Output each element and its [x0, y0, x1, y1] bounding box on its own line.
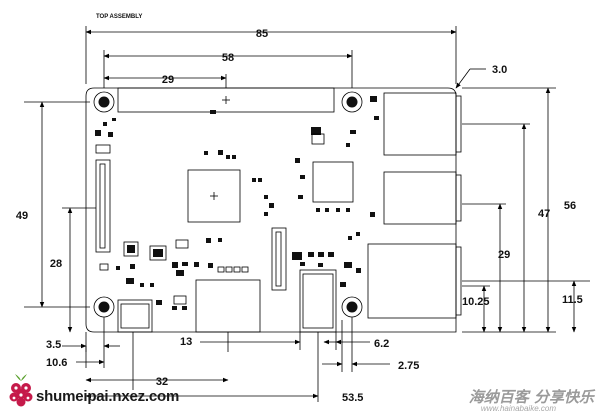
dim-usb-lower: 29: [498, 249, 510, 261]
soc-chip: [187, 169, 241, 223]
dimension-arrows: [39, 29, 577, 399]
usb-controller-chip: [311, 127, 321, 135]
dim-hole-spacing: 58: [222, 52, 234, 64]
mounting-hole-bottom-right: [341, 296, 363, 318]
dim-connector-center: 29: [162, 74, 174, 86]
audio-jack: [299, 269, 337, 333]
dimension-labels: 85 58 29 3.0 56 49 47 29 28 10.25 11.5 3…: [16, 28, 583, 404]
power-port: [117, 299, 153, 333]
smd-components: [95, 96, 379, 310]
drawing-title: TOP ASSEMBLY: [96, 14, 142, 20]
dim-usb-upper: 47: [538, 208, 550, 220]
dim-audio-center: 32: [156, 376, 168, 388]
dim-ethernet-outer: 11.5: [562, 294, 583, 306]
dim-hdmi-height: 28: [50, 258, 62, 270]
dim-corner-radius: 3.0: [492, 64, 507, 76]
board-outline: [85, 87, 457, 333]
dim-hole-vertical: 49: [16, 210, 28, 222]
dim-board-width: 85: [256, 28, 268, 40]
camera-connector: [271, 227, 287, 291]
dim-board-height: 56: [564, 200, 576, 212]
dim-audio-offset: 53.5: [342, 392, 363, 404]
raspberry-logo-icon: [9, 374, 33, 407]
mounting-hole-top-right: [341, 91, 363, 113]
watermark: 海纳百客 分享快乐 www.hainabaike.com: [420, 386, 596, 413]
usb-port-upper: [383, 92, 462, 156]
ethernet-port: [367, 243, 462, 319]
dim-hole-offset-x: 3.5: [46, 339, 61, 351]
dim-hdmi-offset: 13: [180, 336, 192, 348]
site-brand[interactable]: shumeipai.nxez.com: [36, 388, 180, 405]
dim-ethernet-inner: 10.25: [462, 296, 490, 308]
mounting-hole-top-left: [93, 91, 115, 113]
mounting-hole-bottom-left: [93, 296, 115, 318]
hdmi-port: [195, 279, 261, 333]
watermark-text: 海纳百客 分享快乐: [468, 388, 594, 406]
dim-audio-width: 6.2: [374, 338, 389, 350]
dim-power-offset: 10.6: [46, 357, 67, 369]
watermark-url: www.hainabaike.com: [480, 404, 556, 413]
usb-port-lower: [383, 171, 462, 225]
gpio-header: [117, 87, 335, 113]
memory-chip: [312, 161, 354, 203]
display-connector: [95, 159, 111, 253]
dim-audio-gap: 2.75: [398, 360, 419, 372]
